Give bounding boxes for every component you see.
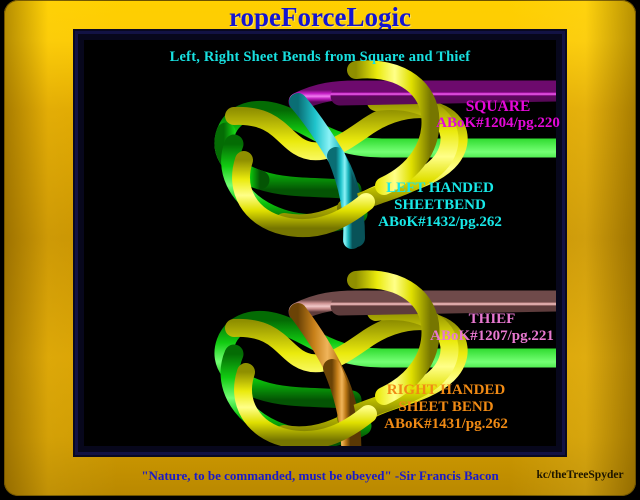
rope-cyan-upper-front xyxy=(327,147,362,249)
label-right-handed-line-1: RIGHT HANDED xyxy=(386,382,506,398)
label-thief-line-1: THIEF xyxy=(468,311,516,327)
label-thief-line-2: ABoK#1207/pg.221 xyxy=(430,327,554,344)
diagram-stage xyxy=(84,40,556,446)
rope-yellow-upper-crossbar xyxy=(347,60,440,195)
page-title: ropeForceLogic xyxy=(229,2,411,32)
rope-orange-lower-front xyxy=(323,359,360,446)
lower-knot-diagram xyxy=(84,270,556,446)
rope-pink-lower-front xyxy=(330,292,556,316)
label-left-handed-sheetbend: LEFT HANDED SHEETBEND ABoK#1432/pg.262 xyxy=(330,180,550,230)
rope-magenta-upper-front xyxy=(330,82,556,106)
rope-yellow-lower-crossbar xyxy=(347,270,440,405)
label-right-handed-sheet-bend: RIGHT HANDED SHEET BEND ABoK#1431/pg.262 xyxy=(334,382,558,432)
label-left-handed-line-2: SHEETBEND xyxy=(394,196,486,213)
upper-knot-diagram xyxy=(84,60,556,249)
footer-quote: "Nature, to be commanded, must be obeyed… xyxy=(141,468,499,483)
rope-yellow-upper-bottom xyxy=(232,151,375,238)
label-thief: THIEF ABoK#1207/pg.221 xyxy=(392,311,592,345)
rope-yellow-lower-bottom xyxy=(234,363,377,446)
subtitle: Left, Right Sheet Bends from Square and … xyxy=(169,49,471,65)
label-square: SQUARE ABoK#1204/pg.220 xyxy=(398,98,598,132)
label-left-handed-line-1: LEFT HANDED xyxy=(386,180,494,196)
label-square-line-2: ABoK#1204/pg.220 xyxy=(436,115,560,132)
label-right-handed-line-3: ABoK#1431/pg.262 xyxy=(384,415,508,432)
label-right-handed-line-2: SHEET BEND xyxy=(398,398,494,415)
label-left-handed-line-3: ABoK#1432/pg.262 xyxy=(378,213,502,230)
knot-diagrams-svg xyxy=(84,60,556,446)
label-square-line-1: SQUARE xyxy=(465,98,531,115)
footer-credit: kc/theTreeSpyder xyxy=(536,469,624,481)
